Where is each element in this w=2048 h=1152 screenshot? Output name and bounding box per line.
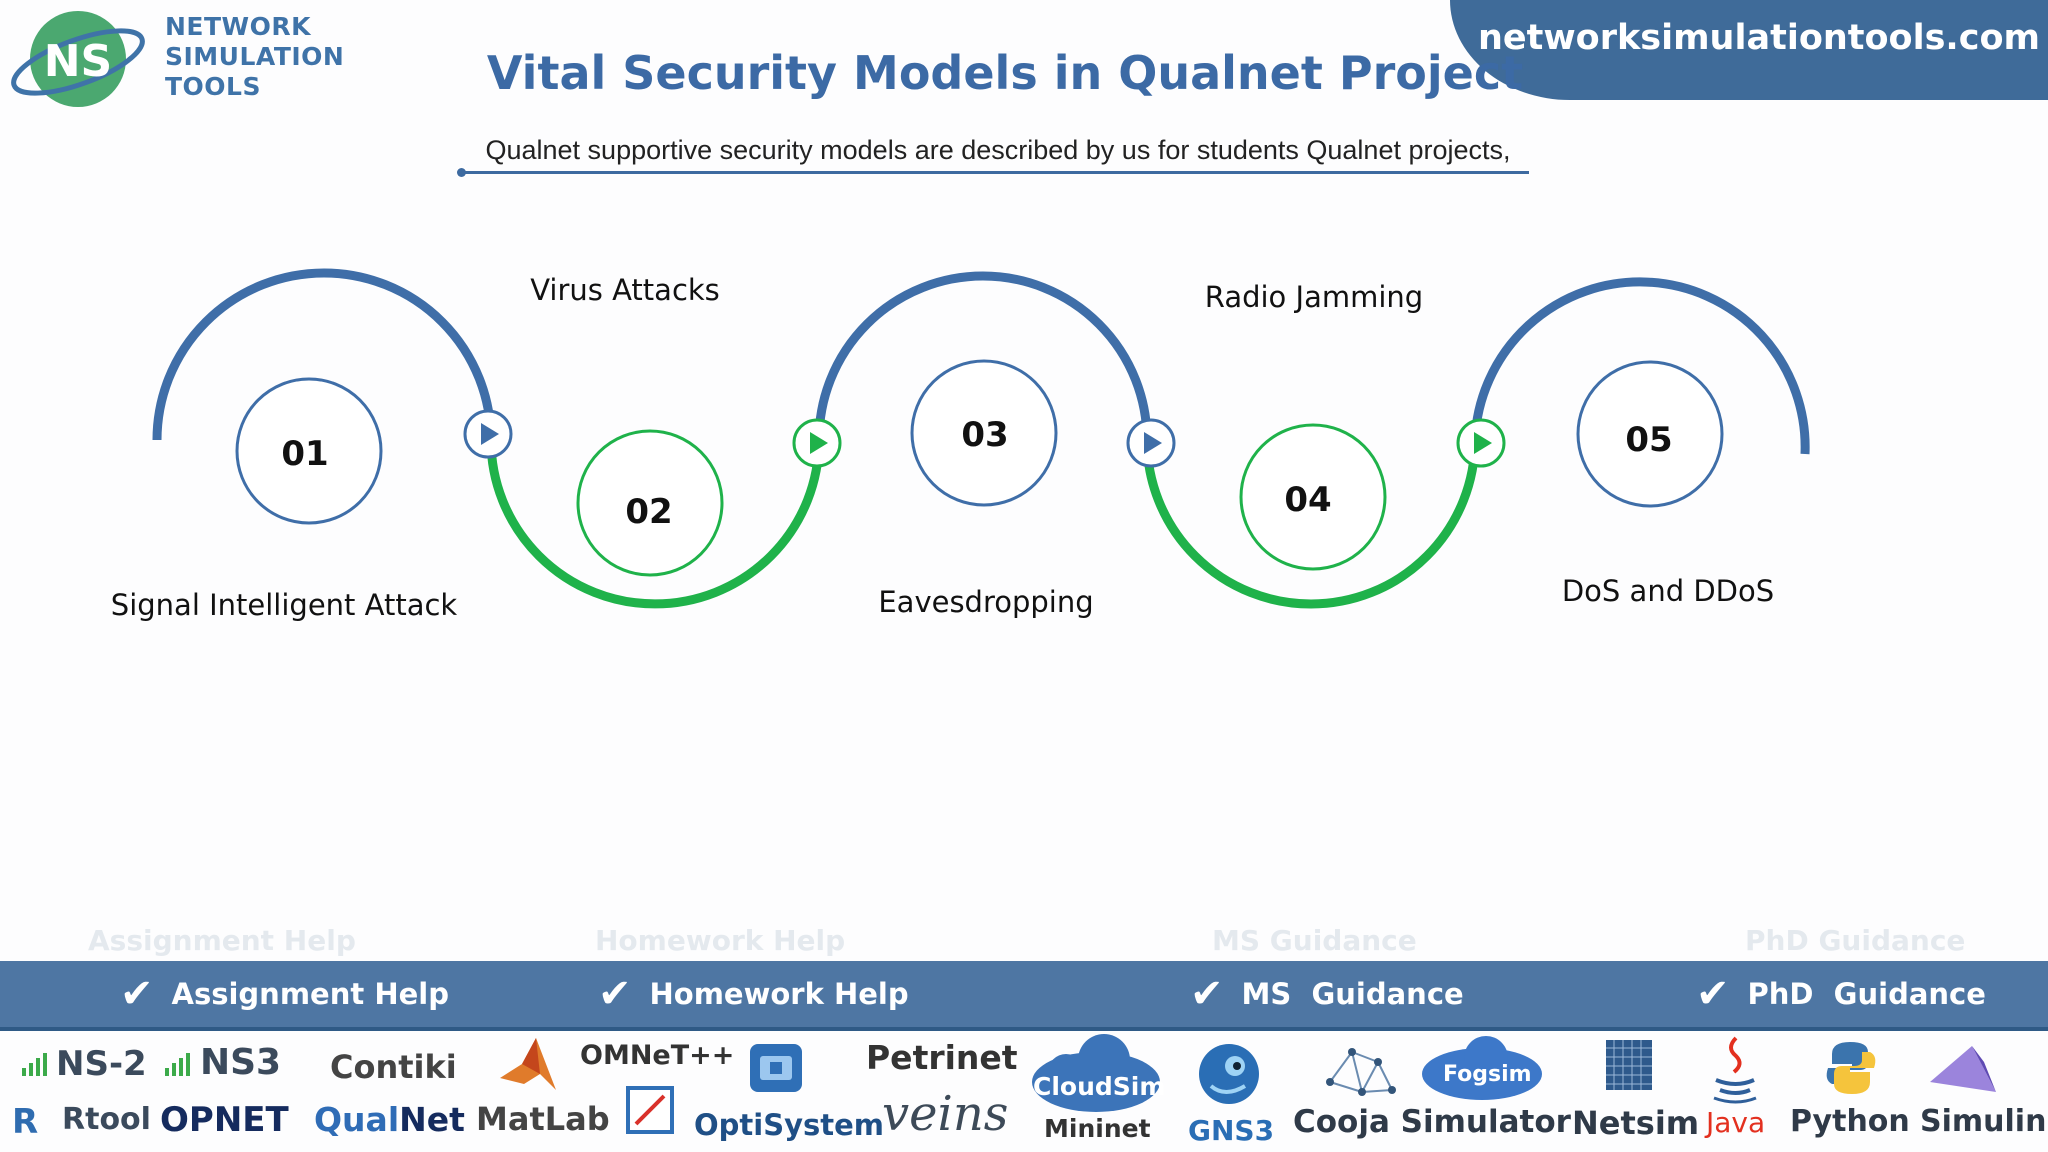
tool-ns2-logo: NS-2 [56,1044,147,1084]
connector-3-icon [1126,418,1176,468]
signal-bars-icon [165,1053,190,1076]
tool-gns3-logo: GNS3 [1188,1114,1275,1147]
service-bar: ✔ Assignment Help ✔ Homework Help ✔ MS G… [0,961,2048,1031]
security-models-wave-diagram: 01 02 03 04 05 [152,268,1810,609]
service-bar-reflection: Assignment Help Homework Help MS Guidanc… [0,918,2048,962]
service-label: MS Guidance [1241,977,1464,1011]
tool-ns3-logo: NS3 [200,1042,282,1083]
step-number-01: 01 [281,434,328,474]
tool-contiki-logo: Contiki [330,1048,457,1086]
connector-1-icon [463,409,513,459]
ghost-service-1: Assignment Help [88,924,356,957]
tool-fogsim-logo: Fogsim [1443,1062,1532,1087]
step-circle-05: 05 [1576,360,1724,508]
tools-logo-strip: NS-2 NS3 Contiki OMNeT++ Petrinet CloudS… [0,1030,2048,1152]
gns3-chameleon-icon [1199,1044,1259,1104]
tool-python-logo: Python [1790,1104,1910,1139]
tool-rtool-r-logo: R [12,1102,39,1142]
ghost-service-2: Homework Help [595,924,846,957]
arc-2 [486,439,824,609]
logo-line-2: SIMULATION [165,42,345,71]
simulink-icon [1930,1046,1996,1092]
cooja-network-icon [1326,1048,1396,1096]
step-label-05: DoS and DDoS [1561,574,1775,608]
check-icon: ✔ [1696,971,1730,1017]
step-number-05: 05 [1625,420,1672,460]
service-phd-guidance[interactable]: ✔ PhD Guidance [1696,961,1986,1027]
page-title: Vital Security Models in Qualnet Project [486,46,1524,100]
tool-java-logo: Java [1706,1106,1766,1139]
step-circle-02: 02 [576,429,724,577]
tool-rtool-logo: Rtool [62,1102,151,1137]
tool-simulink-logo: Simulink [1920,1104,2048,1139]
service-assignment-help[interactable]: ✔ Assignment Help [120,961,449,1027]
python-icon [1826,1042,1876,1094]
tool-qualnet-logo: QualNet [314,1100,465,1139]
step-label-04: Radio Jamming [1204,280,1424,314]
connector-2-icon [792,418,842,468]
website-url[interactable]: networksimulationtools.com [1477,18,2040,58]
website-banner: networksimulationtools.com [1450,0,2048,100]
matlab-icon [500,1038,556,1090]
qualnet-part-b: Net [399,1100,465,1139]
service-label: Homework Help [649,977,909,1011]
arc-4 [1142,439,1480,609]
step-circle-04: 04 [1239,423,1387,571]
connector-4-icon [1456,418,1506,468]
tool-optisystem-logo: OptiSystem [694,1108,885,1142]
ghost-service-3: MS Guidance [1212,924,1417,957]
tool-cooja-logo: Cooja Simulator [1293,1104,1571,1140]
optisystem-icon [750,1044,802,1092]
service-label: PhD Guidance [1747,977,1986,1011]
tool-omnet-logo: OMNeT++ [580,1040,735,1071]
tool-mininet-logo: Mininet [1044,1114,1151,1143]
step-number-03: 03 [961,415,1008,455]
qualnet-part-a: Qual [314,1100,400,1139]
step-label-02: Virus Attacks [530,273,720,307]
tool-matlab-logo: MatLab [476,1100,610,1138]
subtitle-underline [457,168,1529,177]
logo-line-3: TOOLS [165,72,261,101]
optisystem-chart-icon [626,1086,674,1134]
fogsim-cloud-icon [1422,1036,1542,1100]
arc-1 [152,268,496,441]
page-subtitle: Qualnet supportive security models are d… [485,135,1511,165]
service-ms-guidance[interactable]: ✔ MS Guidance [1190,961,1464,1027]
logo-mark-text: NS [44,36,113,87]
tool-cloudsim-logo: CloudSim [1033,1072,1166,1101]
signal-bars-icon [22,1053,47,1076]
arc-5 [1470,277,1810,455]
arc-3 [814,271,1152,441]
service-homework-help[interactable]: ✔ Homework Help [598,961,909,1027]
cloud-icon [1032,1034,1160,1112]
netsim-grid-icon [1606,1040,1652,1090]
step-label-01: Signal Intelligent Attack [110,588,458,622]
service-label: Assignment Help [171,977,449,1011]
tool-petrinet-logo: Petrinet [866,1038,1018,1077]
check-icon: ✔ [598,971,632,1017]
logo-line-1: NETWORK [165,12,312,41]
tool-veins-logo: veins [882,1086,1009,1142]
brand-logo: NS NETWORK SIMULATION TOOLS [8,4,344,114]
step-number-04: 04 [1284,480,1331,520]
step-circle-03: 03 [910,359,1058,507]
check-icon: ✔ [1190,971,1224,1017]
step-number-02: 02 [625,492,672,532]
tool-opnet-logo: OPNET [160,1100,289,1140]
ns-logo-mark: NS [11,11,145,107]
tool-netsim-logo: Netsim [1572,1104,1700,1142]
step-circle-01: 01 [235,377,383,525]
step-label-03: Eavesdropping [878,585,1094,619]
check-icon: ✔ [120,971,154,1017]
java-coffee-icon [1713,1036,1757,1104]
ghost-service-4: PhD Guidance [1745,924,1966,957]
